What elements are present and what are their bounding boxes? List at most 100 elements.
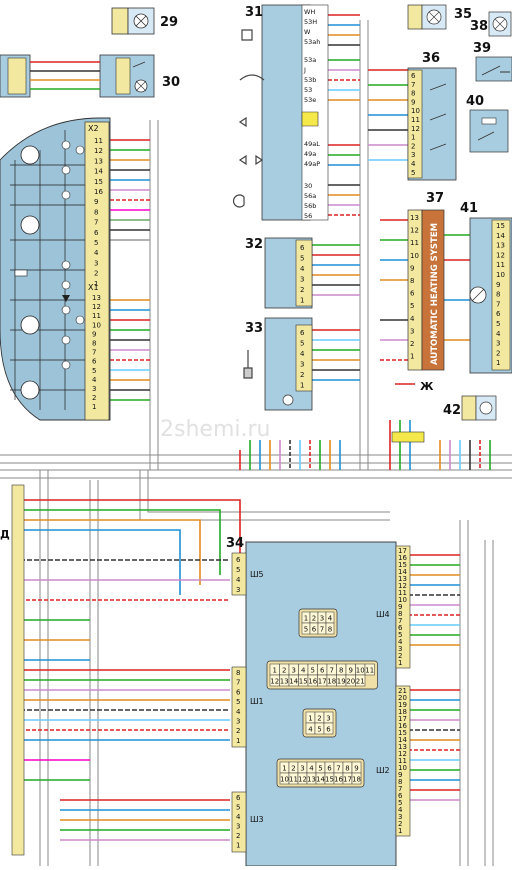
sh4-pin-number: 2	[398, 652, 402, 660]
junction-block	[391, 431, 425, 443]
sh4-pin-number: 12	[398, 582, 407, 590]
plug-pin-number: 4	[309, 765, 314, 773]
sh3-pin-number: 1	[236, 842, 240, 850]
sh2-pin-number: 5	[398, 799, 402, 807]
plug-pin-number: 17	[343, 776, 352, 784]
component-label-39: 39	[473, 41, 491, 56]
component-label-35: 35	[454, 7, 472, 22]
plug-pin-number: 8	[345, 765, 349, 773]
sh4-pin-number: 6	[398, 624, 403, 632]
plug-pin-number: 18	[327, 678, 336, 686]
wiper-icon	[239, 74, 265, 81]
sh1-pin-number: 5	[236, 698, 240, 706]
plug-pin-number: 7	[336, 765, 340, 773]
switch-31-terminal: 53H	[304, 18, 317, 26]
component-39: 39	[473, 41, 512, 82]
component-37: 37 AUTOMATIC HEATING SYSTEM 131211109865…	[407, 191, 445, 371]
plug-pin-number: 1	[304, 615, 308, 623]
turn-signal-icon	[238, 154, 264, 166]
plug-cell	[323, 722, 334, 735]
plug-pin-number: 2	[312, 615, 316, 623]
component-31: 31 WH53HW53ah53aJ53b5353e49aL49a49aP3056…	[233, 4, 329, 221]
plug-pin-number: 4	[301, 667, 306, 675]
switch-31-terminal: 53a	[304, 56, 316, 64]
label-d: Д	[0, 528, 10, 541]
component-label-36: 36	[422, 51, 440, 66]
plug-pin-number: 1	[282, 765, 286, 773]
c33-pin-number: 6	[300, 329, 305, 337]
x2-pin-number: 3	[94, 259, 98, 267]
switch-31-terminal: J	[303, 66, 306, 74]
c41-pin-number: 2	[496, 349, 500, 357]
x1-pin-number: 2	[92, 394, 96, 402]
c33-pin-number: 1	[300, 382, 304, 390]
resistor-icon	[14, 269, 28, 277]
sh4-pin-number: 13	[398, 575, 407, 583]
gauge-icon	[20, 380, 40, 400]
plug-pin-number: 14	[289, 678, 298, 686]
c37-pin-number: 8	[410, 277, 414, 285]
plug-pin-number: 16	[308, 678, 317, 686]
c36-pin-number: 4	[411, 160, 416, 168]
sh2-pin-number: 8	[398, 778, 402, 786]
x2-pin-number: 6	[94, 229, 99, 237]
sh2-pin-number: 4	[398, 806, 403, 814]
sh4-pin-number: 10	[398, 596, 407, 604]
wash-icon	[241, 29, 253, 41]
plug-pin-number: 7	[330, 667, 334, 675]
plug-pin-number: 3	[292, 667, 296, 675]
c32-pin-number: 5	[300, 255, 304, 263]
c41-pin-number: 12	[496, 251, 505, 259]
c36-pin-number: 10	[411, 107, 420, 115]
plug-pin-number: 5	[317, 726, 321, 734]
c37-pin-number: 4	[410, 315, 415, 323]
connector-x1-label: X1	[88, 283, 99, 292]
plug-pin-number: 16	[334, 776, 343, 784]
x1-pin-number: 4	[92, 376, 97, 384]
c36-pin-number: 8	[411, 90, 415, 98]
c37-pin-number: 1	[410, 353, 414, 361]
sh2-pin-number: 10	[398, 764, 407, 772]
sh4-pin-number: 5	[398, 631, 402, 639]
connector-sh4-label: Ш4	[376, 610, 390, 619]
plug-pin-number: 21	[356, 678, 365, 686]
c37-pin-number: 3	[410, 327, 414, 335]
plug-pin-number: 19	[337, 678, 346, 686]
switch-31-terminals: WH53HW53ah53aJ53b5353e49aL49a49aP3056a56…	[303, 8, 320, 220]
c41-pin-number: 4	[496, 330, 501, 338]
c33-pin-number: 5	[300, 340, 304, 348]
component-35: 35	[407, 4, 472, 30]
c41-pin-number: 6	[496, 310, 501, 318]
component-38: 38	[470, 11, 512, 37]
plug-pin-number: 2	[291, 765, 295, 773]
sh2-pin-number: 19	[398, 701, 407, 709]
x2-pin-number: 13	[94, 157, 103, 165]
sh5-pin-number: 3	[236, 586, 240, 594]
x1-pin-number: 12	[92, 303, 101, 311]
c33-pin-number: 3	[300, 361, 304, 369]
c32-pin-number: 3	[300, 276, 304, 284]
plug-cell	[364, 663, 375, 676]
sh1-pin-number: 2	[236, 727, 240, 735]
plug-pin-number: 12	[298, 776, 307, 784]
sh4-pin-number: 7	[398, 617, 402, 625]
sh4-pin-number: 11	[398, 589, 407, 597]
plug-pin-number: 3	[320, 615, 324, 623]
plug-pin-number: 3	[326, 715, 330, 723]
plug-pin-number: 5	[311, 667, 315, 675]
sh2-pin-number: 18	[398, 708, 407, 716]
component-label-29: 29	[160, 15, 178, 30]
sh1-pin-number: 1	[236, 737, 240, 745]
plug-pin-number: 8	[328, 626, 332, 634]
plug-pin-number: 10	[280, 776, 289, 784]
plug-pin-number: 6	[326, 726, 331, 734]
